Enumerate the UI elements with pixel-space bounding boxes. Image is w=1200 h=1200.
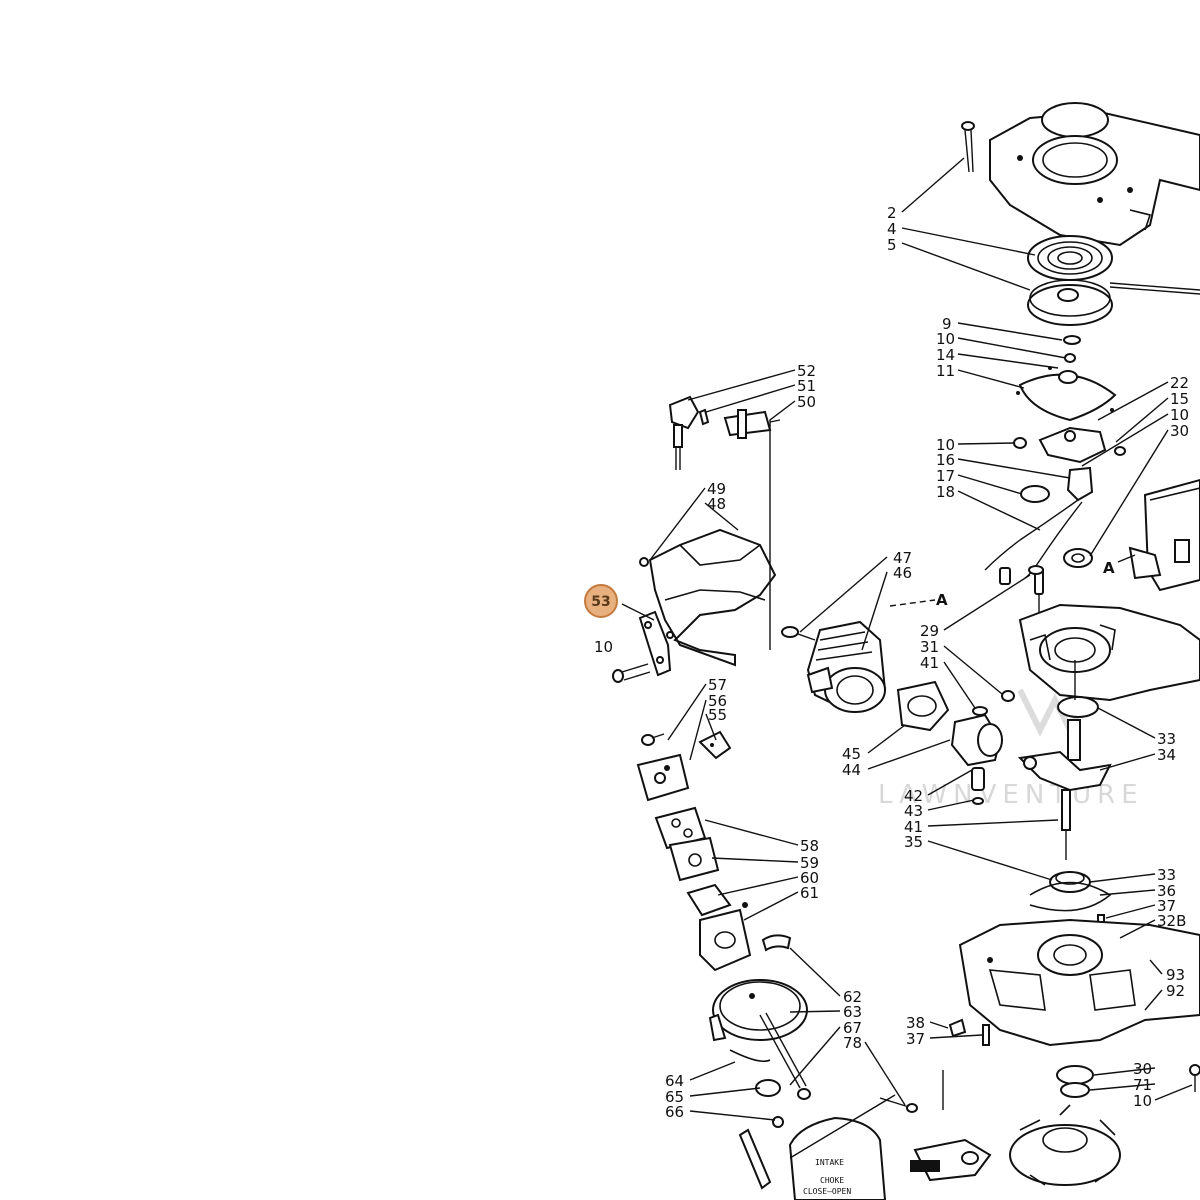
callouts-far-right: 22 15 10 30 33 34 33 36 37 32B 93 92 30 … <box>1133 374 1189 1110</box>
callout-label: 47 <box>893 549 912 567</box>
callout-label: 18 <box>936 483 955 501</box>
callout-label: 64 <box>665 1072 684 1090</box>
callout-label: 10 <box>1170 406 1189 424</box>
callouts-right: 2 4 5 9 10 14 11 10 16 17 18 29 31 41 45… <box>842 204 955 1052</box>
starter-pulley <box>1027 279 1200 326</box>
crankcase-lower <box>958 918 1200 1047</box>
flywheel-fan <box>1009 1064 1200 1186</box>
callout-label: 33 <box>1157 866 1176 884</box>
callout-label: 38 <box>906 1014 925 1032</box>
callout-label: 55 <box>708 706 727 724</box>
starter-housing <box>989 102 1200 247</box>
callout-label: 66 <box>665 1103 684 1121</box>
callout-label: 58 <box>800 837 819 855</box>
carburetor <box>686 883 792 972</box>
callouts-left: 52 51 50 49 48 47 46 10 57 56 55 58 59 6… <box>594 362 912 1121</box>
callout-label: 10 <box>936 330 955 348</box>
ignition-coil <box>879 1070 992 1182</box>
recoil-spring <box>1027 235 1113 281</box>
callout-label: 57 <box>708 676 727 694</box>
callout-label: 41 <box>904 818 923 836</box>
starter-plate <box>1016 335 1117 422</box>
callout-label: 43 <box>904 802 923 820</box>
callout-label: 49 <box>707 480 726 498</box>
bolt-part <box>961 121 975 173</box>
insulator-parts <box>636 730 732 802</box>
callout-label: 37 <box>1157 897 1176 915</box>
callout-label: 37 <box>906 1030 925 1048</box>
callout-label: 46 <box>893 564 912 582</box>
callout-label: 5 <box>887 236 897 254</box>
section-marker-a: A <box>936 591 948 609</box>
snap-ring <box>1029 881 1112 912</box>
crankcase-upper <box>1018 603 1200 718</box>
callout-label: 60 <box>800 869 819 887</box>
callout-label: 32B <box>1157 912 1186 930</box>
callout-label: 67 <box>843 1019 862 1037</box>
cylinder <box>781 620 887 713</box>
piston <box>950 706 1003 805</box>
callout-label: 29 <box>920 622 939 640</box>
callout-label: 2 <box>887 204 897 222</box>
callout-label: 14 <box>936 346 955 364</box>
highlighted-callout-label: 53 <box>591 594 610 610</box>
callout-label: 71 <box>1133 1076 1152 1094</box>
callout-label: 51 <box>797 377 816 395</box>
callout-label: 33 <box>1157 730 1176 748</box>
callout-label: 10 <box>936 436 955 454</box>
callout-label: 63 <box>843 1003 862 1021</box>
callout-label: 92 <box>1166 982 1185 1000</box>
callout-label: 31 <box>920 638 939 656</box>
callout-label: 61 <box>800 884 819 902</box>
callout-label: 45 <box>842 745 861 763</box>
intake-label: INTAKE <box>815 1158 844 1167</box>
crankshaft <box>1017 719 1112 893</box>
callout-label: 22 <box>1170 374 1189 392</box>
cylinder-gasket <box>896 680 950 732</box>
spark-plug-boot <box>668 395 781 470</box>
ignition-module <box>984 426 1126 579</box>
section-marker-a: A <box>1103 559 1115 577</box>
callout-label: 35 <box>904 833 923 851</box>
callout-label: 17 <box>936 467 955 485</box>
callout-label: 15 <box>1170 390 1189 408</box>
oil-seal <box>1063 548 1093 568</box>
choke-label: CHOKE <box>820 1176 844 1185</box>
callout-label: 44 <box>842 761 861 779</box>
muffler <box>1128 478 1200 592</box>
callout-label: 59 <box>800 854 819 872</box>
carburetor-gaskets <box>654 806 720 882</box>
callout-label: 78 <box>843 1034 862 1052</box>
callout-label: 30 <box>1170 422 1189 440</box>
intake-cover: INTAKE CHOKE CLOSE—OPEN <box>788 1116 887 1200</box>
bracket-part-53 <box>612 610 672 683</box>
callout-label: 50 <box>797 393 816 411</box>
callout-label: 10 <box>594 638 613 656</box>
callout-label: 56 <box>708 692 727 710</box>
cylinder-shroud <box>639 528 777 667</box>
callout-label: 93 <box>1166 966 1185 984</box>
callout-label: 11 <box>936 362 955 380</box>
callout-label: 10 <box>1133 1092 1152 1110</box>
highlighted-callout-53[interactable]: 53 <box>584 584 618 618</box>
callout-label: 34 <box>1157 746 1176 764</box>
callout-label: 41 <box>920 654 939 672</box>
callout-label: 42 <box>904 787 923 805</box>
callout-label: 36 <box>1157 882 1176 900</box>
leader-lines <box>621 157 1193 1159</box>
callout-label: 30 <box>1133 1060 1152 1078</box>
callout-label: 48 <box>707 495 726 513</box>
close-open-label: CLOSE—OPEN <box>803 1187 851 1196</box>
callout-label: 4 <box>887 220 897 238</box>
air-filter <box>708 979 808 1063</box>
callout-label: 52 <box>797 362 816 380</box>
callout-label: 9 <box>942 315 952 333</box>
callout-label: 62 <box>843 988 862 1006</box>
callout-label: 16 <box>936 451 955 469</box>
callout-label: 65 <box>665 1088 684 1106</box>
